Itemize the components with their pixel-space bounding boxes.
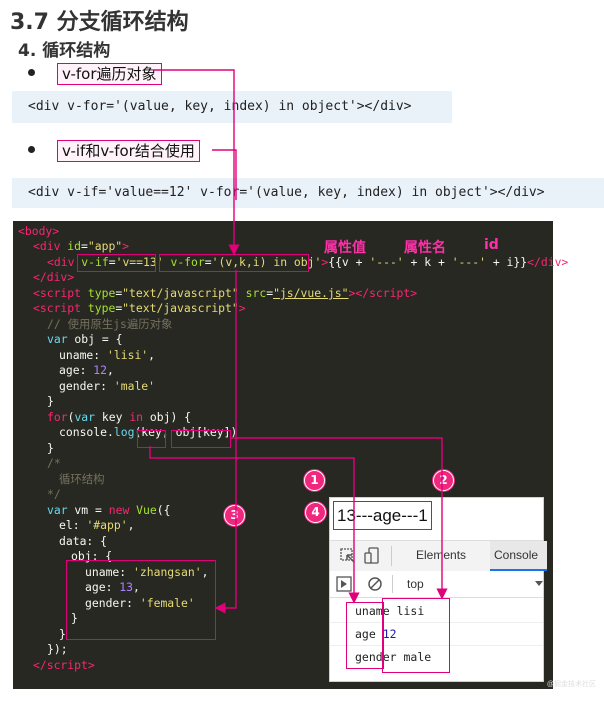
- highlight-vfor-box: [159, 254, 309, 272]
- annotation-id: id: [484, 237, 499, 253]
- code-line: uname: 'lisi',: [59, 348, 156, 362]
- code-line: </div>: [33, 270, 75, 284]
- step-badge-4: 4: [305, 502, 326, 523]
- toolbar-divider: [391, 546, 392, 566]
- log-key: age: [355, 627, 376, 641]
- code-snippet-vfor-object: <div v-for='(value, key, index) in objec…: [12, 91, 452, 123]
- code-line: }: [47, 441, 54, 455]
- code-line: // 使用原生js遍历对象: [47, 317, 173, 331]
- highlight-log-values: [382, 598, 450, 673]
- code-line: var vm = new Vue({: [47, 503, 171, 517]
- console-log-line: age 12: [355, 627, 397, 641]
- watermark: @掘金技术社区: [546, 681, 596, 688]
- bullet-label-vfor-object: v-for遍历对象: [57, 63, 162, 85]
- log-value: 12: [382, 627, 397, 641]
- code-line: <script type="text/javascript">: [33, 301, 246, 315]
- code-snippet-vif-vfor: <div v-if='value==12' v-for='(value, key…: [12, 178, 604, 208]
- log-key: uname: [355, 604, 390, 618]
- console-toolbar: top: [330, 571, 543, 598]
- annotation-attr-name: 属性名: [404, 240, 446, 256]
- console-log-area: uname lisi age 12 gender male: [330, 598, 543, 680]
- code-line: <body>: [18, 224, 60, 238]
- code-line: gender: 'male': [59, 379, 156, 393]
- clear-console-icon[interactable]: [367, 576, 383, 592]
- code-line: data: {: [59, 534, 108, 548]
- log-value: male: [403, 650, 432, 664]
- devtools-tabbar: Elements Console: [330, 540, 547, 572]
- bullet-dot: [28, 69, 35, 76]
- toolbar-divider: [392, 575, 393, 593]
- inspect-element-icon[interactable]: [340, 548, 356, 564]
- highlight-data-obj-box: [66, 560, 216, 640]
- code-line: 循环结构: [59, 472, 105, 486]
- section-subheading: 4. 循环结构: [18, 41, 111, 61]
- log-value: lisi: [396, 604, 425, 618]
- console-log-line: uname lisi: [355, 604, 424, 618]
- step-badge-3: 3: [224, 505, 245, 526]
- code-line: for(var key in obj) {: [47, 410, 192, 424]
- code-line: gender: 'female': [85, 596, 195, 610]
- log-divider: [330, 645, 543, 646]
- step-badge-2: 2: [433, 470, 454, 491]
- code-line: obj: {: [71, 549, 113, 563]
- code-line: }: [59, 627, 66, 641]
- highlight-key-box: [137, 430, 166, 448]
- log-divider: [330, 622, 543, 623]
- device-toggle-icon[interactable]: [364, 547, 380, 565]
- code-line: el: '#app',: [59, 518, 135, 532]
- code-line: });: [47, 642, 68, 656]
- console-log-line: gender male: [355, 650, 431, 664]
- bullet-label-vif-vfor: v-if和v-for结合使用: [57, 140, 200, 162]
- sidebar-toggle-icon[interactable]: [336, 576, 352, 592]
- tab-console[interactable]: Console: [490, 541, 547, 571]
- code-line: /*: [47, 456, 61, 470]
- code-line: }: [47, 394, 54, 408]
- render-output-text: 13---age---1: [333, 501, 432, 530]
- code-editor: <body> <div id="app"> <div v-if='v==13' …: [13, 221, 568, 689]
- bullet-dot: [28, 146, 35, 153]
- context-selector[interactable]: top: [407, 577, 424, 591]
- log-key: gender: [355, 650, 397, 664]
- page-title: 3.7 分支循环结构: [10, 10, 189, 35]
- annotation-attr-value: 属性值: [324, 240, 366, 256]
- code-line: age: 12,: [59, 363, 114, 377]
- code-line: <div id="app">: [33, 239, 130, 253]
- tab-elements[interactable]: Elements: [416, 548, 467, 562]
- code-line: */: [47, 487, 61, 501]
- code-line: age: 13,: [85, 580, 140, 594]
- code-line: }: [71, 611, 78, 625]
- code-line: <script type="text/javascript" src="js/v…: [33, 286, 418, 300]
- step-badge-1: 1: [304, 470, 325, 491]
- code-line: </script>: [33, 658, 95, 672]
- highlight-vif-box: [77, 254, 156, 272]
- code-line: var obj = {: [47, 332, 123, 346]
- highlight-log-keys: [346, 602, 384, 669]
- chevron-down-icon[interactable]: [535, 581, 543, 586]
- highlight-objkey-box: [171, 430, 231, 448]
- code-line: <div v-if='v==13' v-for='(v,k,i) in obj'…: [47, 255, 569, 269]
